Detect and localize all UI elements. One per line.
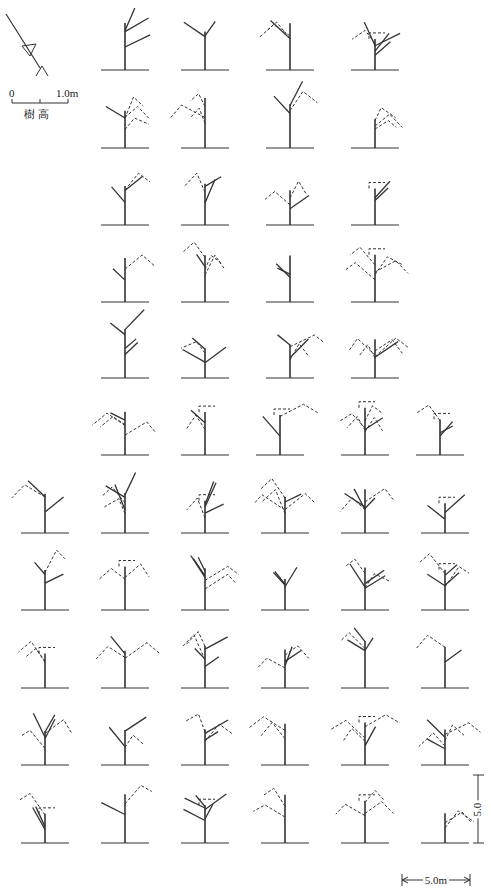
tree-sketch [261, 567, 309, 610]
tree-sketch [20, 713, 71, 765]
dimension-bars [402, 775, 484, 886]
tree-sketch [351, 108, 402, 148]
tree-sketch [341, 559, 389, 610]
scale-bar [12, 99, 68, 103]
dimension-label: 5.0 [473, 800, 484, 818]
tree-sketch [348, 338, 409, 378]
tree-sketch [101, 255, 154, 302]
symbol [6, 14, 48, 76]
tree-sketch [340, 489, 393, 533]
tree-sketch [181, 714, 232, 765]
tree-sketch [266, 335, 323, 378]
tree-sketch [101, 785, 152, 843]
tree-sketch [181, 21, 229, 70]
tree-sketch [181, 338, 229, 378]
tree-sketch [254, 479, 316, 533]
tree-sketch [98, 561, 149, 610]
tree-sketch [265, 181, 314, 225]
tree-sketch [338, 402, 389, 455]
tree-sketch [101, 310, 149, 378]
tree-sketch [421, 811, 474, 843]
tree-sketch [344, 247, 408, 302]
trees [12, 8, 481, 843]
tree-sketch [336, 791, 393, 843]
tree-sketch [256, 404, 318, 455]
tree-sketch [181, 173, 229, 225]
dimension-label: 0 [9, 88, 15, 99]
tree-sketch [181, 794, 229, 843]
tree-sketch [101, 173, 150, 225]
tree-sketch [101, 8, 150, 70]
tree-sketch [341, 628, 389, 688]
tree-sketch [21, 550, 69, 610]
tree-sketch [253, 788, 309, 843]
tree-sketch [419, 720, 481, 765]
axis-label: 樹 高 [24, 109, 49, 120]
tree-sketch [330, 715, 399, 765]
tree-sketch [249, 717, 309, 765]
tree-sketch [421, 495, 469, 533]
tree-sketch [419, 554, 469, 610]
tree-sketch [181, 632, 229, 688]
tree-sketch [260, 20, 314, 70]
tree-sketch [101, 97, 149, 148]
tree-sketch [416, 405, 464, 455]
tree-sketch [19, 793, 69, 843]
tree-sketch [351, 181, 399, 225]
tree-sketch [181, 242, 229, 302]
dimension-label: 5.0m [423, 875, 449, 886]
tree-sketch [96, 636, 161, 688]
tree-sketch [266, 256, 314, 302]
dimension-label: 1.0m [56, 88, 78, 99]
tree-sketch [257, 646, 309, 688]
tree-sketch [170, 94, 229, 148]
tree-sketch [181, 406, 229, 455]
tree-sketch [266, 81, 317, 148]
tree-sketch [181, 555, 239, 610]
tree-sketch [181, 482, 229, 533]
tree-sketch [12, 481, 69, 533]
tree-sketch [101, 472, 149, 533]
tree-sketch [416, 635, 469, 688]
tree-sketch [19, 641, 69, 688]
tree-sketch [92, 412, 155, 455]
tree-sketch [351, 22, 400, 70]
tree-sketch [101, 717, 149, 765]
